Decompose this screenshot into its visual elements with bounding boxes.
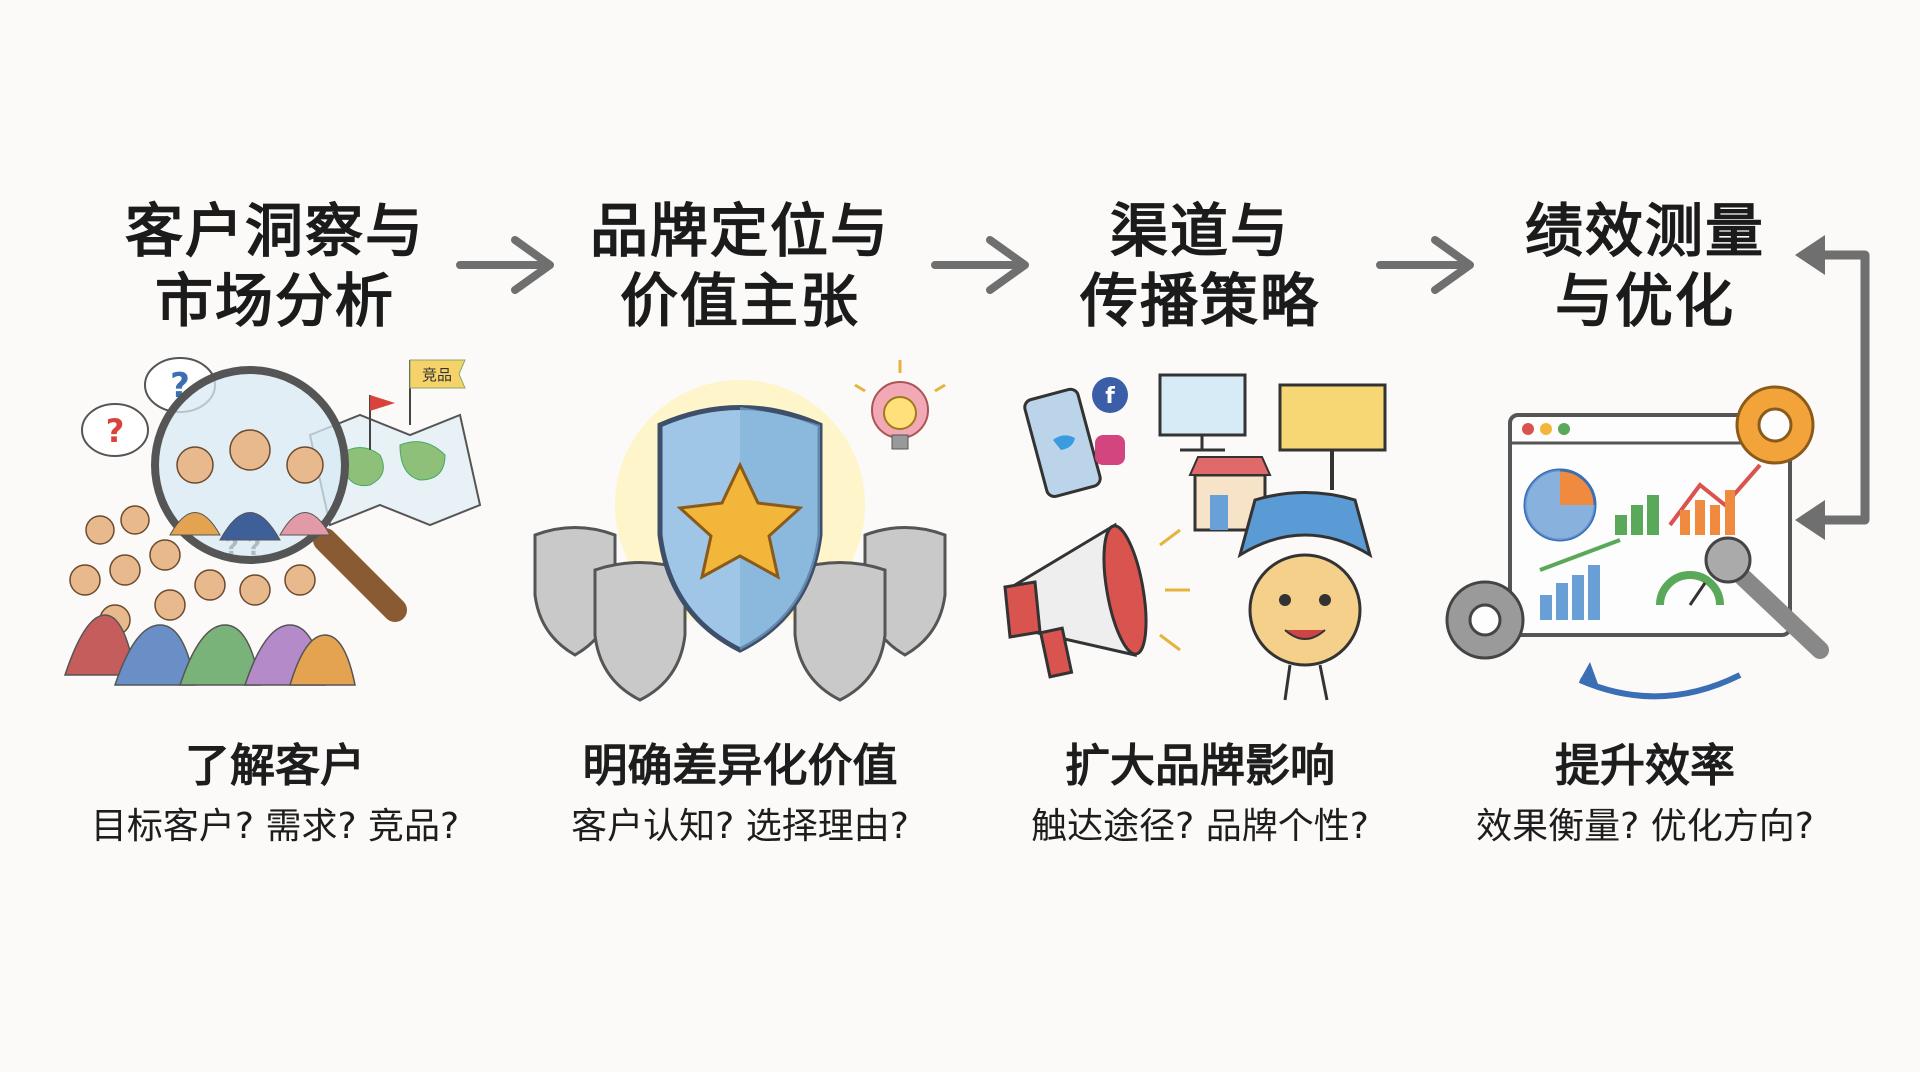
store-icon bbox=[1188, 456, 1272, 532]
step-title-line1: 渠道与 bbox=[1109, 197, 1290, 265]
wrench-icon bbox=[1704, 536, 1829, 659]
svg-text:f: f bbox=[1105, 384, 1115, 409]
crowd-icon: ? ? bbox=[63, 505, 356, 686]
step-title: 绩效测量 与优化 bbox=[1410, 196, 1880, 336]
lightbulb-icon bbox=[854, 360, 946, 450]
facebook-icon bbox=[1092, 377, 1128, 413]
monitor-icon bbox=[1158, 373, 1247, 452]
map-icon bbox=[308, 413, 482, 527]
step-questions: 触达途径? 品牌个性? bbox=[1031, 806, 1369, 847]
cycle-arrow-icon bbox=[1578, 672, 1742, 700]
arrow-right-icon bbox=[1375, 230, 1485, 300]
grey-shields-icon bbox=[533, 526, 947, 702]
step-questions: 效果衡量? 优化方向? bbox=[1476, 806, 1814, 847]
gear-icon bbox=[1445, 385, 1815, 660]
phone-icon bbox=[1023, 387, 1102, 498]
step-performance-optimization: 绩效测量 与优化 bbox=[1410, 0, 1880, 1072]
step-customer-insight: 客户洞察与 市场分析 竞品 bbox=[40, 0, 510, 1072]
step-title: 渠道与 传播策略 bbox=[965, 196, 1435, 336]
step-brand-positioning: 品牌定位与 价值主张 bbox=[505, 0, 975, 1072]
megaphone-icon bbox=[1003, 522, 1190, 679]
magnifier-icon bbox=[151, 366, 407, 622]
magnifier-crowd-illustration: 竞品 ? ? bbox=[60, 355, 490, 725]
step-title-line1: 客户洞察与 bbox=[124, 197, 425, 265]
step-questions: 目标客户? 需求? 竞品? bbox=[90, 806, 460, 847]
step-title: 品牌定位与 价值主张 bbox=[505, 196, 975, 336]
billboard-icon bbox=[1278, 383, 1387, 490]
star-icon bbox=[676, 461, 804, 580]
arrow-right-icon bbox=[455, 230, 565, 300]
svg-text:?: ? bbox=[106, 412, 125, 450]
step-title-line2: 价值主张 bbox=[619, 267, 860, 335]
dashboard-illustration bbox=[1430, 355, 1860, 725]
step-subtitle: 提升效率 bbox=[1554, 739, 1735, 792]
step-subtitle: 了解客户 bbox=[184, 739, 365, 792]
step-subtitle: 扩大品牌影响 bbox=[1064, 739, 1335, 792]
loop-back-arrow-icon bbox=[1790, 235, 1890, 545]
step-title-line2: 与优化 bbox=[1554, 267, 1735, 335]
flag-label: 竞品 bbox=[422, 366, 452, 384]
mascot-icon bbox=[1237, 491, 1373, 701]
step-title-line2: 传播策略 bbox=[1079, 267, 1320, 335]
flag-icon: 竞品 bbox=[369, 359, 466, 450]
shield-star-illustration bbox=[525, 355, 955, 725]
instagram-icon bbox=[1095, 435, 1125, 465]
step-subtitle: 明确差异化价值 bbox=[582, 739, 898, 792]
step-title-line1: 品牌定位与 bbox=[589, 197, 890, 265]
step-channel-strategy: 渠道与 传播策略 f bbox=[965, 0, 1435, 1072]
step-questions: 客户认知? 选择理由? bbox=[571, 806, 909, 847]
megaphone-channels-illustration: f bbox=[985, 355, 1415, 725]
step-title-line1: 绩效测量 bbox=[1524, 197, 1765, 265]
step-title: 客户洞察与 市场分析 bbox=[40, 196, 510, 336]
arrow-right-icon bbox=[930, 230, 1040, 300]
step-title-line2: 市场分析 bbox=[154, 267, 395, 335]
